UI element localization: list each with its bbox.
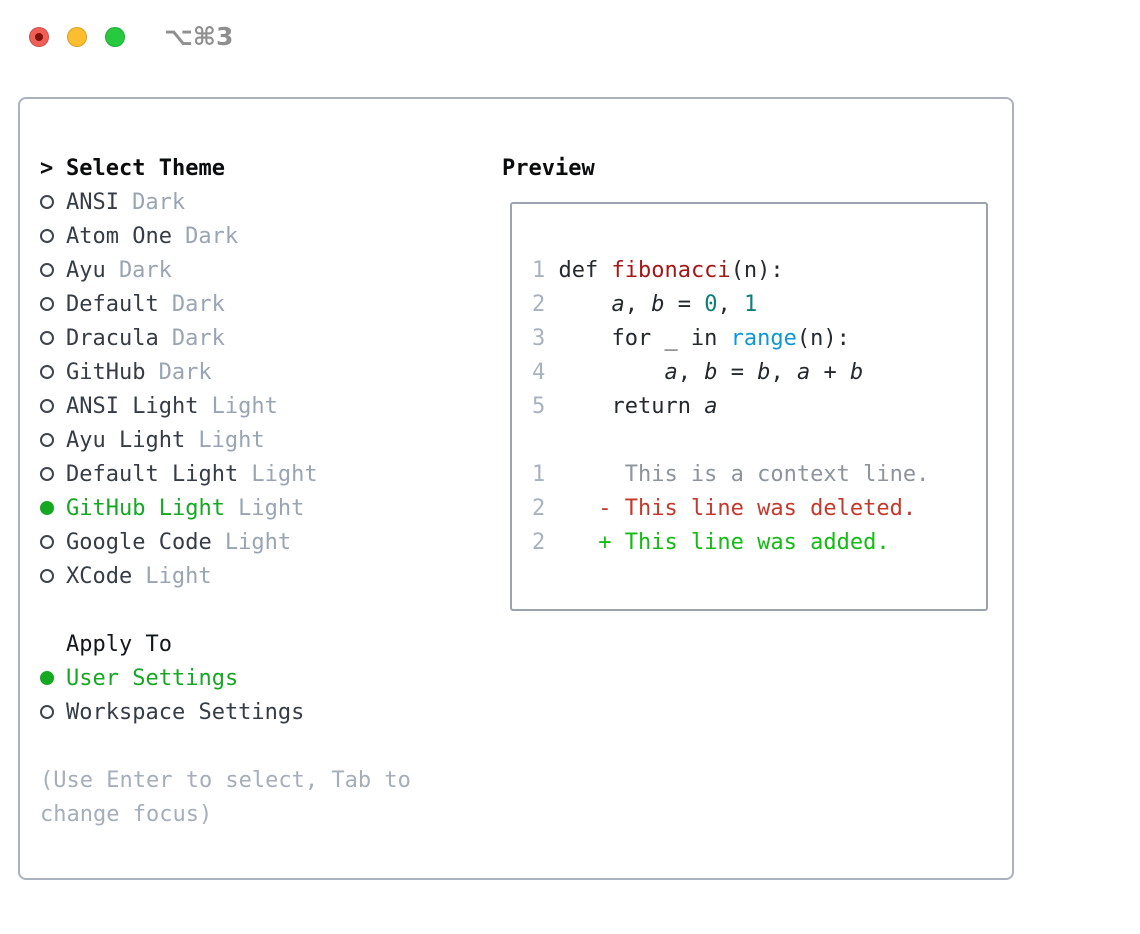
theme-option-dracula[interactable]: Dracula Dark: [40, 321, 411, 355]
help-text-line: (Use Enter to select, Tab to: [40, 767, 411, 793]
preview-line: 1 This is a context line.: [532, 461, 930, 487]
apply-option-label: User Settings: [66, 665, 239, 691]
apply-option-label: Workspace Settings: [66, 699, 305, 725]
theme-name: Google Code: [66, 529, 212, 555]
radio-selected-icon: [40, 501, 54, 515]
line-number: 1: [532, 257, 546, 283]
theme-option-default[interactable]: Default Dark: [40, 287, 411, 321]
theme-picker-left-column: > Select Theme ANSI Dark Atom One Dark A…: [40, 151, 411, 831]
theme-option-xcode[interactable]: XCode Light: [40, 559, 411, 593]
theme-variant-tag: Light: [145, 563, 212, 589]
apply-to-list: User Settings Workspace Settings: [40, 661, 411, 729]
radio-selected-icon: [40, 671, 54, 685]
theme-option-atom-one[interactable]: Atom One Dark: [40, 219, 411, 253]
radio-icon: [40, 263, 54, 277]
spacer: [40, 593, 411, 627]
theme-list: ANSI Dark Atom One Dark Ayu Dark Default…: [40, 185, 411, 593]
radio-icon: [40, 195, 54, 209]
line-number: 2: [532, 529, 546, 555]
line-number: 4: [532, 359, 546, 385]
select-theme-title: Select Theme: [66, 155, 225, 181]
minimize-button[interactable]: [67, 27, 87, 47]
zoom-button[interactable]: [105, 27, 125, 47]
radio-icon: [40, 365, 54, 379]
theme-option-ansi[interactable]: ANSI Dark: [40, 185, 411, 219]
radio-icon: [40, 467, 54, 481]
preview-line: 2 a, b = 0, 1: [532, 291, 758, 317]
theme-variant-tag: Dark: [185, 223, 239, 249]
close-dot-icon: [35, 33, 43, 41]
theme-option-ayu-light[interactable]: Ayu Light Light: [40, 423, 411, 457]
theme-variant-tag: Dark: [132, 189, 186, 215]
theme-option-ansi-light[interactable]: ANSI Light Light: [40, 389, 411, 423]
theme-variant-tag: Light: [198, 427, 265, 453]
theme-name: Ayu Light: [66, 427, 186, 453]
line-number: 5: [532, 393, 546, 419]
theme-name: Dracula: [66, 325, 159, 351]
preview-line: 5 return a: [532, 393, 718, 419]
radio-icon: [40, 297, 54, 311]
radio-icon: [40, 535, 54, 549]
theme-variant-tag: Light: [211, 393, 278, 419]
radio-icon: [40, 705, 54, 719]
prompt-marker: >: [40, 155, 54, 181]
theme-name: Default Light: [66, 461, 239, 487]
theme-variant-tag: Dark: [171, 291, 225, 317]
theme-name: ANSI: [66, 189, 119, 215]
theme-name: GitHub: [66, 359, 146, 385]
theme-variant-tag: Light: [238, 495, 305, 521]
line-number: 2: [532, 495, 546, 521]
theme-name: Atom One: [66, 223, 172, 249]
preview-line: 4 a, b = b, a + b: [532, 359, 864, 385]
preview-line: [532, 423, 986, 457]
window-shortcut-label: ⌥⌘3: [164, 22, 234, 51]
radio-icon: [40, 331, 54, 345]
theme-variant-tag: Light: [251, 461, 318, 487]
line-number: 1: [532, 461, 546, 487]
preview-title: Preview: [502, 155, 595, 181]
help-text: (Use Enter to select, Tab to change focus…: [40, 763, 411, 831]
preview-line: 2 - This line was deleted.: [532, 495, 917, 521]
line-number: 2: [532, 291, 546, 317]
apply-to-title: Apply To: [66, 631, 172, 657]
apply-option-workspace-settings[interactable]: Workspace Settings: [40, 695, 411, 729]
theme-option-github-light[interactable]: GitHub Light Light: [40, 491, 411, 525]
preview-line: 2 + This line was added.: [532, 529, 890, 555]
theme-variant-tag: Light: [224, 529, 292, 555]
theme-variant-tag: Dark: [158, 359, 212, 385]
theme-name: ANSI Light: [66, 393, 199, 419]
help-text-line: change focus): [40, 801, 213, 827]
theme-variant-tag: Dark: [118, 257, 172, 283]
apply-to-header: Apply To: [40, 627, 411, 661]
apply-option-user-settings[interactable]: User Settings: [40, 661, 411, 695]
radio-icon: [40, 569, 54, 583]
theme-option-github[interactable]: GitHub Dark: [40, 355, 411, 389]
theme-option-default-light[interactable]: Default Light Light: [40, 457, 411, 491]
theme-option-ayu[interactable]: Ayu Dark: [40, 253, 411, 287]
preview-line: 3 for _ in range(n):: [532, 325, 850, 351]
spacer: [40, 729, 411, 763]
theme-option-google-code[interactable]: Google Code Light: [40, 525, 411, 559]
radio-icon: [40, 399, 54, 413]
radio-icon: [40, 229, 54, 243]
radio-icon: [40, 433, 54, 447]
close-button[interactable]: [29, 27, 49, 47]
theme-name: Default: [66, 291, 159, 317]
theme-name: Ayu: [66, 257, 106, 283]
line-number: 3: [532, 325, 546, 351]
theme-variant-tag: Dark: [171, 325, 225, 351]
theme-name: XCode: [66, 563, 133, 589]
theme-picker-panel: > Select Theme ANSI Dark Atom One Dark A…: [18, 97, 1014, 880]
select-theme-header: > Select Theme: [40, 151, 411, 185]
theme-name: GitHub Light: [66, 495, 225, 521]
